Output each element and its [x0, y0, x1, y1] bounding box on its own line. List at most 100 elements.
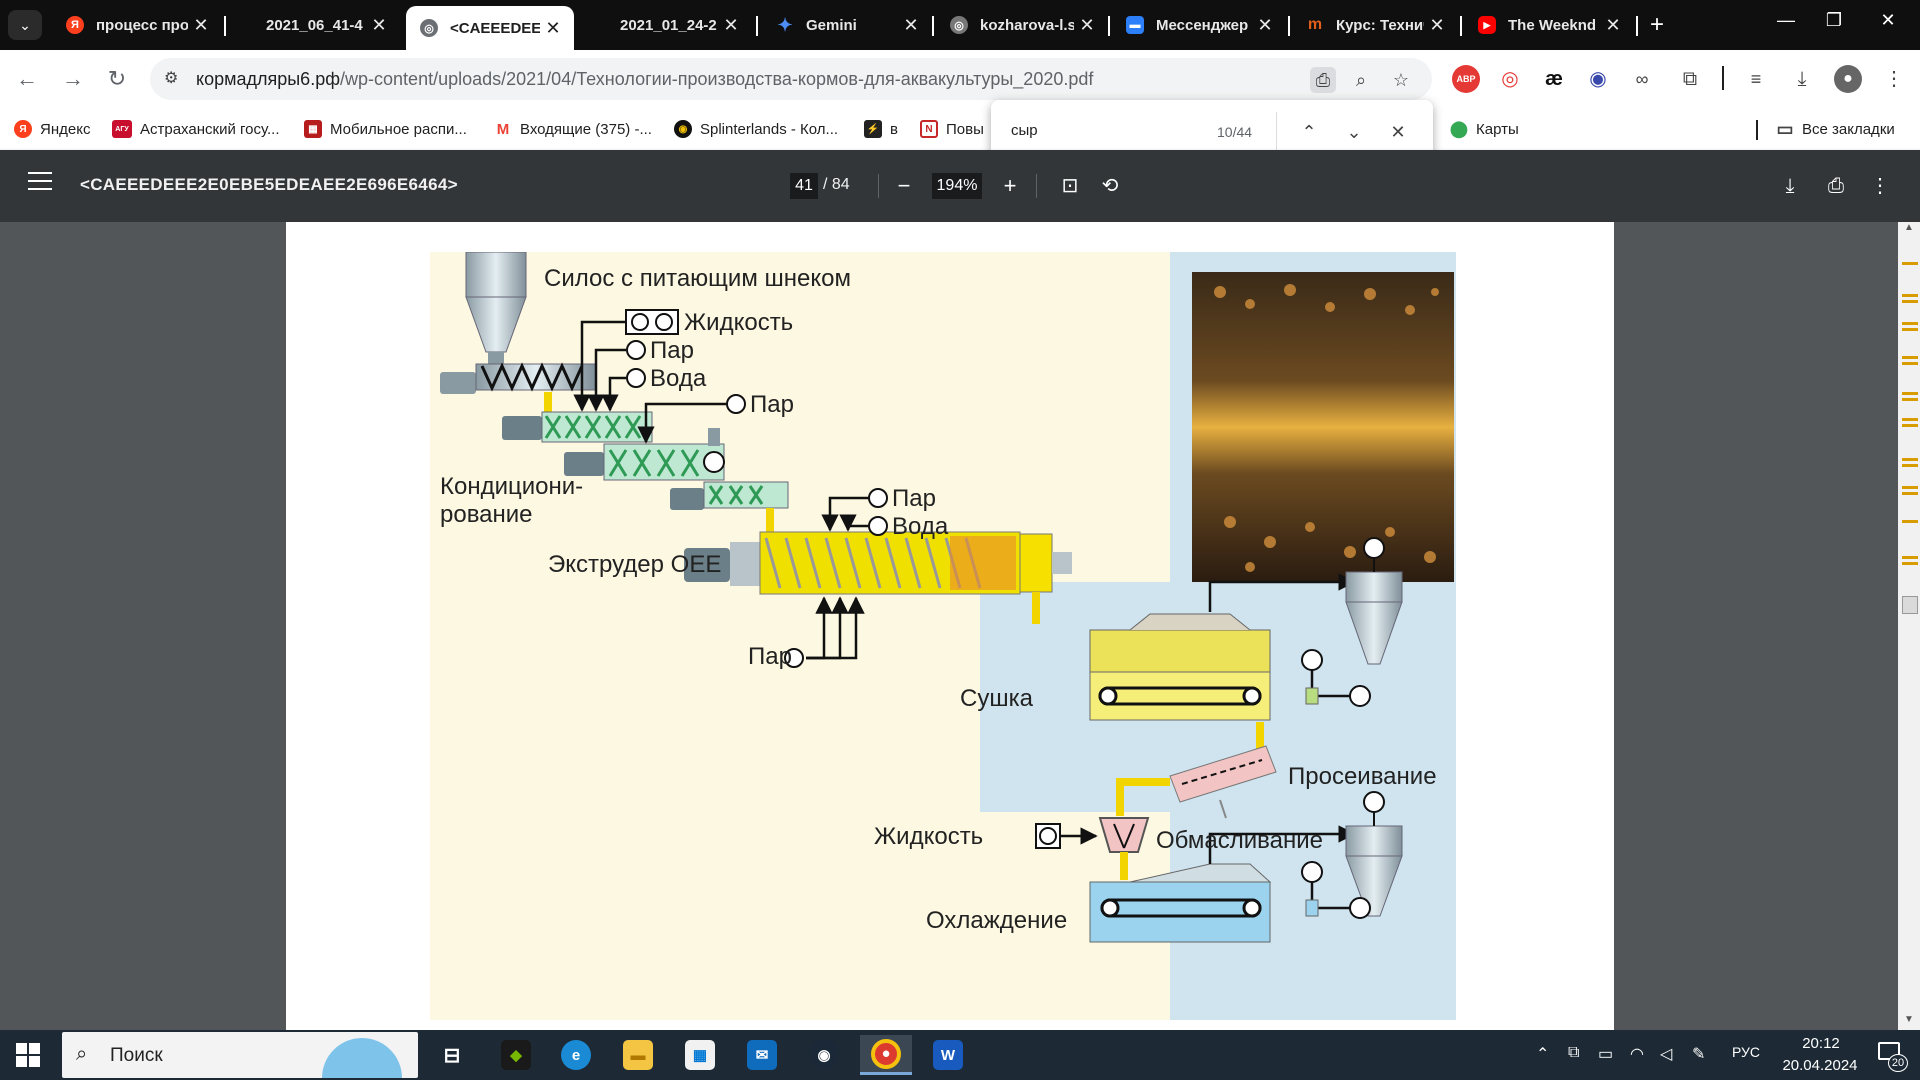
task-view-button[interactable]: ⊟: [426, 1035, 478, 1075]
tab-8[interactable]: ▶ The Weeknd ✕: [1464, 6, 1634, 44]
taskbar-store[interactable]: ▦: [674, 1035, 726, 1075]
zoom-in-button[interactable]: +: [1003, 173, 1017, 198]
restore-button[interactable]: ❐: [1825, 10, 1843, 30]
language-indicator[interactable]: РУС: [1732, 1044, 1761, 1060]
taskbar-chrome[interactable]: ●: [860, 1035, 912, 1075]
scroll-up-arrow[interactable]: ▲: [1904, 222, 1914, 233]
tab-search-button[interactable]: ⌄: [8, 10, 42, 40]
find-next-button[interactable]: ⌄: [1346, 122, 1362, 142]
taskbar-search[interactable]: ⌕ Поиск: [62, 1032, 418, 1078]
scroll-down-arrow[interactable]: ▼: [1904, 1014, 1914, 1025]
close-icon[interactable]: ✕: [545, 17, 561, 38]
pen-icon[interactable]: ✎: [1692, 1046, 1706, 1063]
notification-center-icon[interactable]: 20: [1876, 1040, 1908, 1072]
close-icon[interactable]: ✕: [1605, 14, 1621, 35]
address-bar[interactable]: ⚙ кормадляры6.рф/wp-content/uploads/2021…: [150, 58, 1432, 100]
tray-overflow-icon[interactable]: ⌃: [1536, 1046, 1550, 1063]
find-close-button[interactable]: ✕: [1390, 122, 1406, 142]
bookmark-gmail[interactable]: M Входящие (375) -...: [494, 116, 652, 142]
taskbar-explorer[interactable]: ▬: [612, 1035, 664, 1075]
extensions-puzzle-icon[interactable]: ⧉: [1682, 68, 1698, 90]
camera-icon[interactable]: ⧉: [1568, 1044, 1580, 1061]
bookmark-star-icon[interactable]: ☆: [1392, 70, 1410, 90]
tab-4[interactable]: ✦ Gemini ✕: [762, 6, 932, 44]
forward-button[interactable]: →: [62, 66, 84, 91]
folder-icon: ▭: [1776, 118, 1794, 139]
ae-extension-icon[interactable]: æ: [1545, 68, 1563, 90]
taskbar-steam[interactable]: ◉: [798, 1035, 850, 1075]
rotate-icon[interactable]: ⟲: [1101, 175, 1119, 197]
pdf-scrollbar[interactable]: ▲ ▼: [1898, 222, 1920, 1030]
back-button[interactable]: ←: [16, 66, 38, 91]
close-icon[interactable]: ✕: [371, 14, 387, 35]
close-icon[interactable]: ✕: [193, 14, 209, 35]
zoom-level-input[interactable]: 194%: [932, 173, 982, 199]
fit-page-icon[interactable]: ⊡: [1061, 175, 1079, 197]
scroll-thumb[interactable]: [1902, 596, 1918, 614]
splinterlands-icon: ◉: [674, 120, 692, 138]
pdf-open-icon[interactable]: ⎙: [1310, 67, 1336, 93]
close-icon[interactable]: ✕: [903, 14, 919, 35]
window-close-button[interactable]: ✕: [1880, 10, 1896, 30]
bookmark-maps[interactable]: ⬤ Карты: [1450, 116, 1519, 142]
close-icon[interactable]: ✕: [1079, 14, 1095, 35]
bookmark-splinterlands[interactable]: ◉ Splinterlands - Кол...: [674, 116, 838, 142]
minimize-button[interactable]: —: [1777, 10, 1795, 30]
windows-start-icon[interactable]: [16, 1043, 40, 1067]
messenger-icon: ▬: [1126, 16, 1144, 34]
link-extension-icon[interactable]: ∞: [1635, 69, 1649, 89]
url-text[interactable]: кормадляры6.рф/wp-content/uploads/2021/0…: [196, 69, 1093, 90]
sidebar-menu-icon[interactable]: [28, 172, 52, 192]
media-controls-icon[interactable]: ≡: [1750, 69, 1762, 89]
downloads-icon[interactable]: ⤓: [1797, 68, 1807, 90]
adblock-icon[interactable]: ABP: [1452, 65, 1480, 93]
clock-time[interactable]: 20:12: [1802, 1035, 1840, 1052]
site-info-icon[interactable]: ⚙: [164, 70, 179, 87]
bookmark-yandex[interactable]: Я Яндекс: [14, 116, 90, 142]
zoom-out-button[interactable]: −: [897, 173, 911, 198]
bookmark-schedule[interactable]: ▦ Мобильное распи...: [304, 116, 467, 142]
find-previous-button[interactable]: ⌃: [1301, 122, 1317, 142]
tab-7[interactable]: m Курс: Техниче ✕: [1292, 6, 1458, 44]
search-hit-marker: [1902, 458, 1918, 461]
bookmark-all[interactable]: ▭ Все закладки: [1776, 116, 1894, 142]
download-icon[interactable]: ⤓: [1785, 175, 1795, 197]
battery-icon[interactable]: ▭: [1598, 1046, 1614, 1063]
find-input[interactable]: сыр: [1011, 122, 1038, 139]
print-icon[interactable]: ⎙: [1828, 175, 1844, 197]
taskbar-nvidia[interactable]: ◆: [490, 1035, 542, 1075]
zoom-icon[interactable]: ⌕: [1355, 70, 1367, 90]
tab-1[interactable]: 2021_06_41-4 ✕: [252, 6, 400, 44]
tab-3[interactable]: 2021_01_24-2 ✕: [606, 6, 752, 44]
dryer-icon: [1089, 613, 1271, 721]
tab-2-active[interactable]: ◎ <CAEEEDEEE ✕: [406, 6, 574, 50]
target-extension-icon[interactable]: ◎: [1501, 68, 1519, 90]
taskbar-edge[interactable]: e: [550, 1035, 602, 1075]
taskbar-mail[interactable]: ✉: [736, 1035, 788, 1075]
page-total: / 84: [823, 176, 850, 193]
bookmark-agu[interactable]: АГУ Астраханский госу...: [112, 116, 280, 142]
close-icon[interactable]: ✕: [1257, 14, 1273, 35]
tab-5[interactable]: ◎ kozharova-l.s ✕: [936, 6, 1108, 44]
mask-extension-icon[interactable]: ◉: [1589, 68, 1607, 90]
pdf-more-icon[interactable]: ⋮: [1870, 175, 1890, 197]
bookmark-bolt[interactable]: ⚡ в: [864, 116, 898, 142]
close-icon[interactable]: ✕: [723, 14, 739, 35]
browser-menu-icon[interactable]: ⋮: [1884, 68, 1904, 90]
find-divider: [1276, 112, 1277, 152]
profile-avatar[interactable]: ●: [1834, 65, 1862, 93]
page-number-input[interactable]: 41: [790, 173, 818, 199]
reload-button[interactable]: ↻: [107, 66, 127, 91]
clock-date[interactable]: 20.04.2024: [1782, 1057, 1858, 1074]
wifi-icon[interactable]: ◠: [1630, 1046, 1644, 1063]
tab-0[interactable]: Я процесс про ✕: [52, 6, 222, 44]
search-hit-marker: [1902, 418, 1918, 421]
volume-icon[interactable]: ◁: [1660, 1046, 1673, 1063]
new-tab-button[interactable]: +: [1650, 11, 1665, 38]
pdf-viewport[interactable]: Силос с питающим шнеком Жидкость Пар Вод…: [0, 222, 1920, 1030]
taskbar-word[interactable]: W: [922, 1035, 974, 1075]
tab-6[interactable]: ▬ Мессенджер ✕: [1112, 6, 1286, 44]
close-icon[interactable]: ✕: [1429, 14, 1445, 35]
search-hit-marker: [1902, 300, 1918, 303]
bookmark-news[interactable]: N Повы: [920, 116, 984, 142]
